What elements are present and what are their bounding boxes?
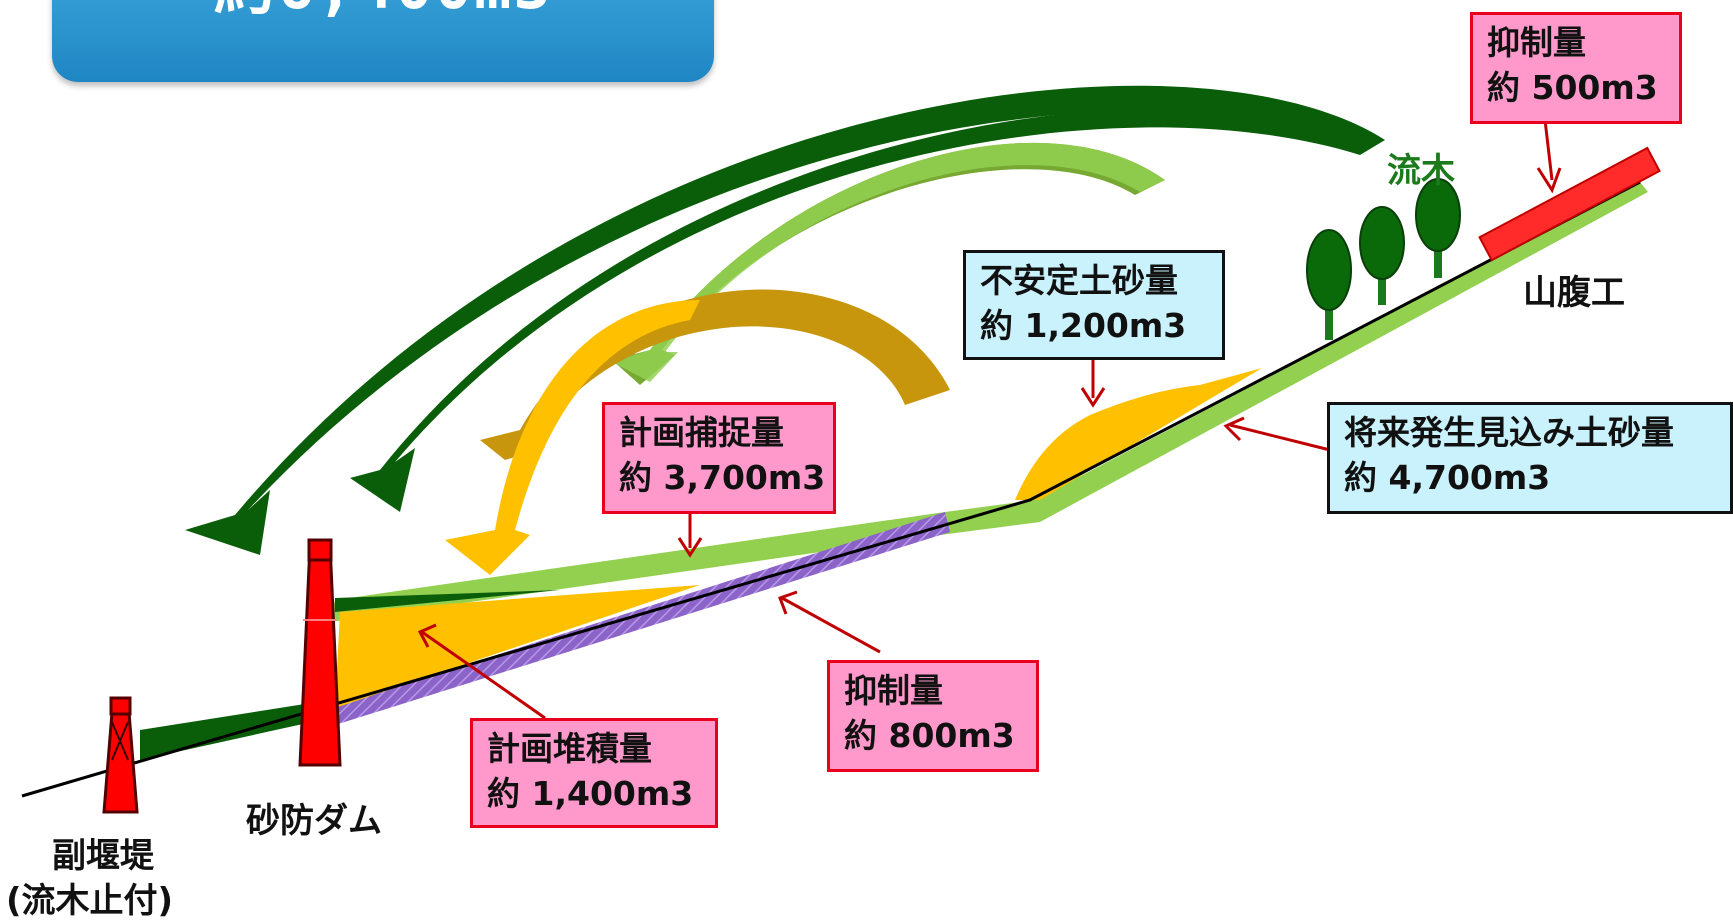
subdam-green-wedge <box>140 700 330 760</box>
driftwood-label: 流木 <box>1387 151 1455 191</box>
future-sediment-box: 将来発生見込み土砂量 約 4,700m3 <box>1327 402 1733 514</box>
header-banner: 約6,400m3 <box>52 0 714 82</box>
ground-line <box>21 180 1641 798</box>
arrow-orange <box>445 300 700 575</box>
pointer-lines <box>417 119 1562 720</box>
tree-3 <box>1415 178 1461 278</box>
unstable-sediment-mound <box>1015 368 1262 500</box>
sub-dam-label: 副堰堤 <box>52 836 154 876</box>
future-sediment-value: 約 4,700m3 <box>1344 457 1551 497</box>
tree-1 <box>1306 229 1352 340</box>
suppression-bottom-box: 抑制量 約 800m3 <box>827 660 1039 772</box>
sabo-dam <box>298 538 342 767</box>
planned-capture-title: 計画捕捉量 <box>619 413 784 452</box>
sub-dam <box>102 696 139 814</box>
planned-capture-box: 計画捕捉量 約 3,700m3 <box>602 402 836 514</box>
future-sediment-layer <box>940 182 1648 535</box>
header-text: 約6,400m3 <box>52 0 714 26</box>
arrow-light-green <box>612 142 1165 382</box>
planned-deposit-title: 計画堆積量 <box>487 729 652 768</box>
hillside-work-plank <box>1478 146 1661 262</box>
planned-deposit-box: 計画堆積量 約 1,400m3 <box>470 718 718 828</box>
dam-green-wedge <box>335 590 560 612</box>
planned-capture-value: 約 3,700m3 <box>619 457 826 497</box>
planned-deposit-value: 約 1,400m3 <box>487 773 694 813</box>
hillside-work-label: 山腹工 <box>1523 273 1625 313</box>
sabo-dam-label: 砂防ダム <box>246 801 382 841</box>
suppression-top-value: 約 500m3 <box>1487 67 1658 107</box>
suppression-top-title: 抑制量 <box>1487 23 1586 62</box>
unstable-sediment-box: 不安定土砂量 約 1,200m3 <box>963 250 1225 360</box>
tree-2 <box>1359 206 1405 305</box>
arrow-dark-gold <box>480 289 950 460</box>
unstable-sediment-title: 不安定土砂量 <box>980 261 1178 300</box>
unstable-sediment-value: 約 1,200m3 <box>980 305 1187 345</box>
suppression-hatched-layer <box>330 512 950 725</box>
future-sediment-title: 将来発生見込み土砂量 <box>1344 413 1674 452</box>
suppression-bottom-title: 抑制量 <box>844 671 943 710</box>
arrow-driftwood-second <box>350 107 1385 512</box>
sub-dam-note-label: (流木止付) <box>6 881 174 921</box>
suppression-top-box: 抑制量 約 500m3 <box>1470 12 1682 124</box>
suppression-bottom-value: 約 800m3 <box>844 715 1015 755</box>
